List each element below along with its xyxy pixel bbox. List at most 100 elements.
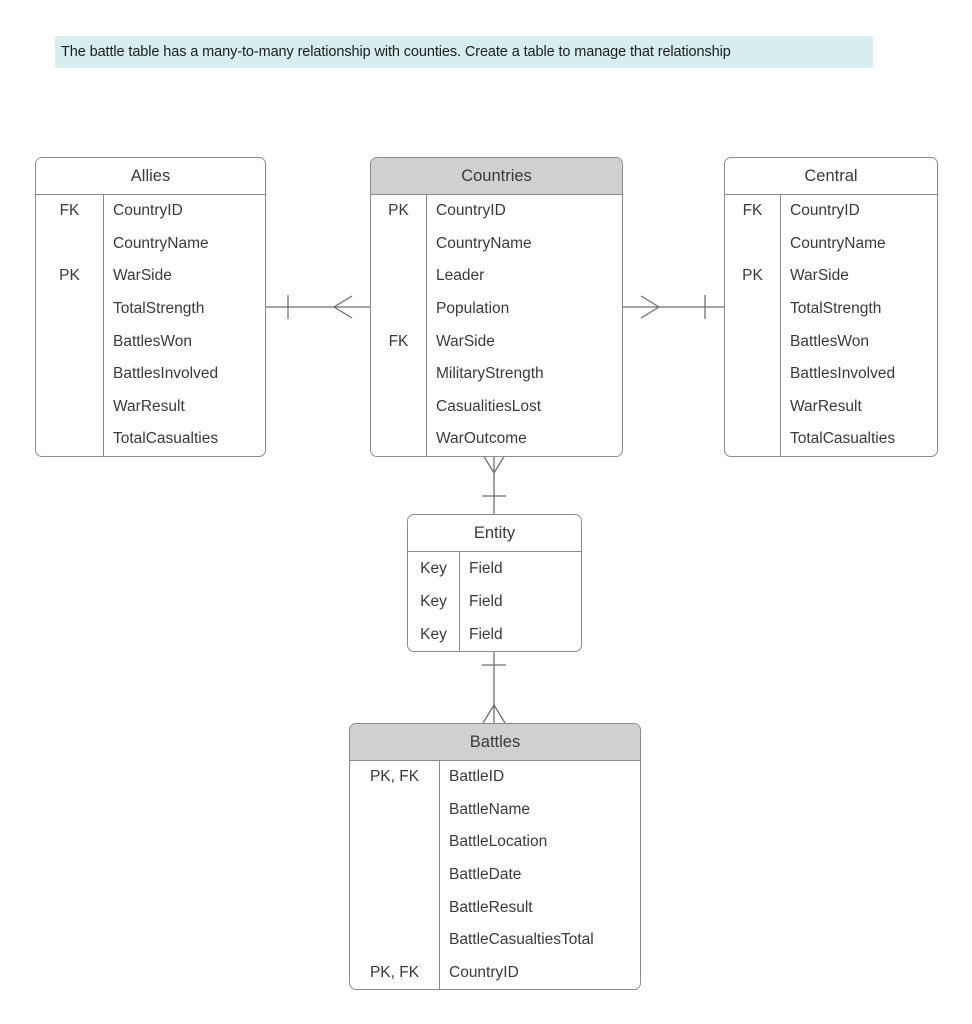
attribute-key: PK, FK	[350, 761, 440, 794]
attribute-row[interactable]: Key Field	[408, 618, 581, 651]
entity-table-title: Entity	[408, 515, 581, 552]
attribute-key: FK	[36, 195, 104, 228]
attribute-key	[36, 357, 104, 391]
attribute-field: CountryID	[790, 202, 860, 220]
attribute-key	[350, 858, 440, 892]
attribute-field: BattlesWon	[113, 332, 192, 350]
attribute-field: TotalStrength	[790, 300, 882, 318]
attribute-field: WarSide	[790, 267, 849, 285]
attribute-key	[371, 292, 427, 326]
attribute-row[interactable]: BattleDate	[350, 858, 640, 892]
attribute-field: CasualitiesLost	[436, 397, 542, 415]
attribute-field: BattleName	[449, 800, 530, 818]
attribute-row[interactable]: BattlesInvolved	[36, 357, 265, 391]
attribute-row[interactable]: PK, FK BattleID	[350, 761, 640, 794]
attribute-row[interactable]: Key Field	[408, 552, 581, 585]
attribute-row[interactable]: CountryName	[725, 227, 937, 261]
attribute-row[interactable]: BattlesWon	[725, 325, 937, 358]
attribute-key	[36, 423, 104, 456]
attribute-key: Key	[408, 552, 460, 585]
attribute-field: Field	[469, 592, 503, 610]
attribute-key: PK	[36, 260, 104, 293]
attribute-key	[725, 423, 781, 456]
attribute-key	[371, 423, 427, 456]
attribute-key	[725, 357, 781, 391]
attribute-key	[36, 227, 104, 261]
attribute-key	[350, 826, 440, 859]
attribute-row[interactable]: MilitaryStrength	[371, 357, 622, 391]
attribute-row[interactable]: CountryName	[36, 227, 265, 261]
attribute-field: Field	[469, 559, 503, 577]
attribute-row[interactable]: TotalStrength	[725, 292, 937, 326]
attribute-row[interactable]: BattleResult	[350, 891, 640, 924]
attribute-row[interactable]: BattleCasualtiesTotal	[350, 923, 640, 957]
attribute-key	[371, 260, 427, 293]
attribute-field: BattleDate	[449, 866, 522, 884]
relationship-entity-battles	[482, 647, 506, 724]
attribute-key	[725, 227, 781, 261]
attribute-field: BattleResult	[449, 898, 533, 916]
attribute-field: WarResult	[790, 397, 862, 415]
attribute-key: Key	[408, 618, 460, 651]
cardinality-many-crowsfoot	[482, 454, 506, 475]
attribute-key: FK	[725, 195, 781, 228]
attribute-row[interactable]: PK CountryID	[371, 195, 622, 228]
attribute-field: Field	[469, 625, 503, 643]
attribute-row[interactable]: BattleLocation	[350, 826, 640, 859]
attribute-key: PK	[371, 195, 427, 228]
attribute-field: BattleID	[449, 768, 505, 786]
attribute-row[interactable]: WarResult	[36, 390, 265, 424]
attribute-field: CountryID	[113, 202, 183, 220]
attribute-field: BattlesInvolved	[113, 365, 219, 383]
attribute-key: PK	[725, 260, 781, 293]
attribute-row[interactable]: BattlesWon	[36, 325, 265, 358]
attribute-row[interactable]: BattlesInvolved	[725, 357, 937, 391]
attribute-field: Leader	[436, 267, 485, 285]
attribute-field: CountryName	[113, 234, 209, 252]
attribute-key	[371, 357, 427, 391]
attribute-row[interactable]: TotalStrength	[36, 292, 265, 326]
entity-table-title: Battles	[350, 724, 640, 761]
attribute-field: BattleCasualtiesTotal	[449, 931, 594, 949]
attribute-row[interactable]: BattleName	[350, 793, 640, 827]
attribute-key	[350, 793, 440, 827]
attribute-row[interactable]: WarOutcome	[371, 423, 622, 456]
attribute-row[interactable]: PK WarSide	[725, 260, 937, 293]
attribute-field: CountryID	[449, 963, 519, 981]
attribute-row[interactable]: FK CountryID	[36, 195, 265, 228]
cardinality-many-crowsfoot	[640, 295, 661, 319]
attribute-key	[36, 292, 104, 326]
attribute-field: WarSide	[436, 332, 495, 350]
cardinality-many-crowsfoot	[482, 703, 506, 724]
relationship-countries-entity	[482, 454, 506, 514]
attribute-row[interactable]: Leader	[371, 260, 622, 293]
attribute-key	[725, 292, 781, 326]
attribute-field: TotalCasualties	[790, 430, 896, 448]
attribute-row[interactable]: FK CountryID	[725, 195, 937, 228]
attribute-row[interactable]: PK, FK CountryID	[350, 956, 640, 990]
attribute-row[interactable]: CasualitiesLost	[371, 390, 622, 424]
attribute-key	[371, 227, 427, 261]
attribute-key	[350, 891, 440, 924]
attribute-field: CountryID	[436, 202, 506, 220]
attribute-row[interactable]: Population	[371, 292, 622, 326]
attribute-field: WarResult	[113, 397, 185, 415]
entity-table-title: Allies	[36, 158, 265, 195]
attribute-row[interactable]: TotalCasualties	[36, 423, 265, 456]
attribute-row[interactable]: WarResult	[725, 390, 937, 424]
attribute-field: WarOutcome	[436, 430, 527, 448]
attribute-key	[725, 325, 781, 358]
attribute-row[interactable]: CountryName	[371, 227, 622, 261]
attribute-key: PK, FK	[350, 956, 440, 990]
attribute-row[interactable]: TotalCasualties	[725, 423, 937, 456]
